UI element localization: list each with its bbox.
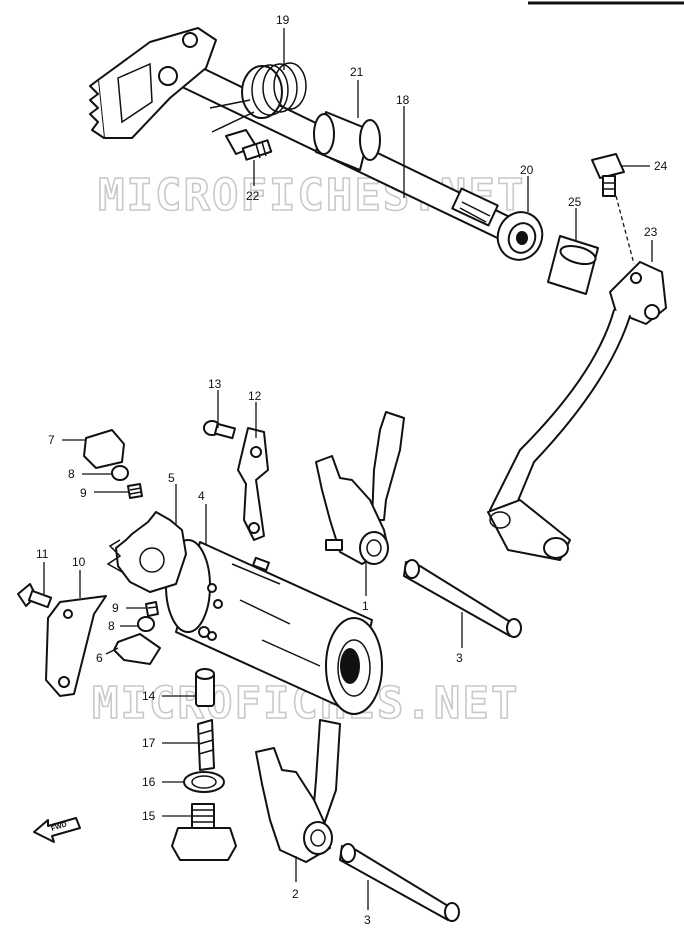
callout-19: 19 — [276, 13, 290, 27]
fwd-label: FWD — [50, 821, 67, 833]
stopper-plate-10 — [45, 595, 107, 697]
callout-11: 11 — [36, 547, 49, 561]
leader-lines — [43, 28, 653, 910]
shift-fork-1 — [315, 411, 405, 565]
gearshift-lever — [487, 261, 667, 561]
fork-shaft-upper — [403, 559, 522, 638]
callout-23: 23 — [644, 225, 658, 239]
callout-5: 5 — [168, 471, 175, 485]
shift-fork-2 — [255, 719, 341, 863]
callout-25: 25 — [568, 195, 582, 209]
callout-18: 18 — [396, 93, 410, 107]
callout-24: 24 — [654, 159, 668, 173]
shaft-collar — [313, 111, 381, 171]
callout-14: 14 — [142, 689, 156, 703]
callout-9-upper: 9 — [80, 486, 87, 500]
callout-8-upper: 8 — [68, 467, 75, 481]
callout-7: 7 — [48, 433, 55, 447]
callout-15: 15 — [142, 809, 156, 823]
stopper-washer-lower — [137, 616, 155, 632]
pivot-bolt — [225, 129, 273, 161]
bushing — [547, 235, 599, 295]
cam-stopper-plate — [237, 427, 269, 541]
return-spring — [209, 62, 307, 133]
shift-cam — [106, 511, 187, 593]
neutral-contact — [195, 668, 215, 707]
callout-9-lower: 9 — [112, 601, 119, 615]
callout-4: 4 — [198, 489, 205, 503]
callout-22: 22 — [246, 189, 260, 203]
oil-seal — [496, 211, 544, 261]
callout-2: 2 — [292, 887, 299, 901]
callout-21: 21 — [350, 65, 364, 79]
callout-1: 1 — [362, 599, 369, 613]
cam-stopper-lower — [113, 633, 161, 665]
stopper-washer-upper — [111, 465, 129, 481]
callout-3-upper: 3 — [456, 651, 463, 665]
stopper-spring-lower — [145, 601, 159, 617]
fork-shaft-lower — [339, 843, 460, 922]
callout-6: 6 — [96, 651, 103, 665]
callout-3-lower: 3 — [364, 913, 371, 927]
contact-spring — [197, 719, 215, 771]
gasket — [183, 771, 225, 793]
callout-17: 17 — [142, 736, 156, 750]
stopper-spring-upper — [127, 483, 143, 499]
neutral-plug — [171, 803, 237, 861]
shift-arm-plate — [89, 27, 217, 139]
callout-16: 16 — [142, 775, 156, 789]
callout-8-lower: 8 — [108, 619, 115, 633]
screw-11 — [17, 583, 53, 609]
callout-12: 12 — [248, 389, 262, 403]
callout-20: 20 — [520, 163, 534, 177]
cam-stopper-upper — [83, 429, 125, 469]
forward-arrow-icon: FWD — [33, 817, 81, 843]
pedal-bolt — [591, 153, 625, 197]
callout-10: 10 — [72, 555, 86, 569]
callout-13: 13 — [208, 377, 222, 391]
callouts: 19 21 18 20 24 25 23 22 13 12 7 8 9 5 4 … — [36, 13, 668, 927]
screw-13 — [203, 420, 236, 440]
